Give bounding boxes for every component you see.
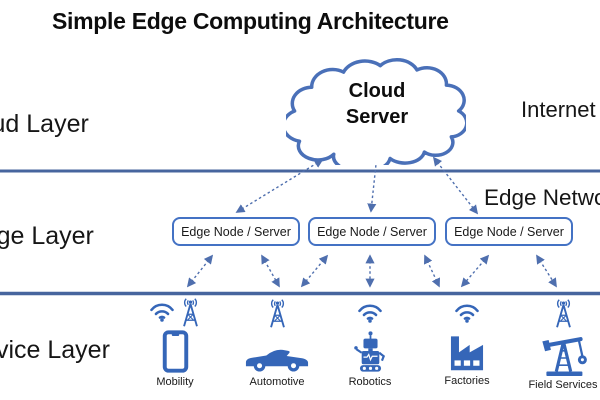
- robot-icon: [353, 331, 385, 372]
- device-group-mobility: Mobility: [120, 297, 230, 388]
- car-icon: [245, 349, 309, 372]
- arrow-node1-device2: [261, 254, 280, 288]
- diagram-title: Simple Edge Computing Architecture: [52, 8, 449, 34]
- edge-node-label: Edge Node / Server: [317, 224, 427, 239]
- cloud-server-line2: Server: [345, 106, 409, 128]
- arrow-node1-device1: [186, 254, 214, 288]
- cloud-shape: [286, 57, 466, 165]
- cloud-server-line1: Cloud: [348, 80, 406, 102]
- cell-tower-icon: [182, 298, 198, 327]
- device-label: Field Services: [528, 379, 598, 391]
- edge-node-box-2: Edge Node / Server: [308, 217, 436, 246]
- device-group-robotics: Robotics: [315, 302, 425, 388]
- arrow-node3-device5: [536, 254, 557, 288]
- arrow-node2-device2: [300, 254, 329, 288]
- device-label: Robotics: [348, 376, 392, 388]
- arrow-cloud-node1: [235, 159, 324, 213]
- device-label: Factories: [444, 375, 490, 387]
- dashed-arrows: [186, 153, 557, 288]
- device-group-automotive: Automotive: [222, 298, 332, 388]
- wifi-icon: [149, 303, 174, 322]
- wifi-icon: [358, 304, 382, 323]
- device-label: Automotive: [249, 376, 305, 388]
- edge-node-label: Edge Node / Server: [454, 224, 564, 239]
- device-group-factories: Factories: [412, 302, 522, 387]
- smartphone-icon: [162, 330, 188, 373]
- edge-node-label: Edge Node / Server: [181, 224, 291, 239]
- cloud-layer-label: Cloud Layer: [0, 110, 89, 138]
- device-layer-label: Device Layer: [0, 336, 110, 364]
- pumpjack-icon: [541, 337, 587, 376]
- cell-tower-icon: [269, 299, 285, 328]
- edge-node-box-3: Edge Node / Server: [445, 217, 573, 246]
- arrow-node2-device4: [424, 254, 440, 288]
- edge-node-box-1: Edge Node / Server: [172, 217, 300, 246]
- edge-layer-label: Edge Layer: [0, 222, 94, 250]
- arrow-cloud-node2: [367, 153, 381, 213]
- arrow-cloud-node3: [432, 156, 479, 215]
- connectivity-icons: [149, 297, 202, 328]
- arrow-node3-device4: [460, 254, 490, 288]
- internet-label: Internet: [521, 97, 596, 122]
- edge-network-label: Edge Network: [484, 185, 600, 210]
- factory-icon: [450, 336, 484, 371]
- wifi-icon: [455, 304, 479, 323]
- cloud-server-label: Cloud Server: [316, 78, 438, 130]
- device-label: Mobility: [156, 376, 194, 388]
- cell-tower-icon: [555, 299, 571, 328]
- device-group-field-services: Field Services: [508, 298, 600, 391]
